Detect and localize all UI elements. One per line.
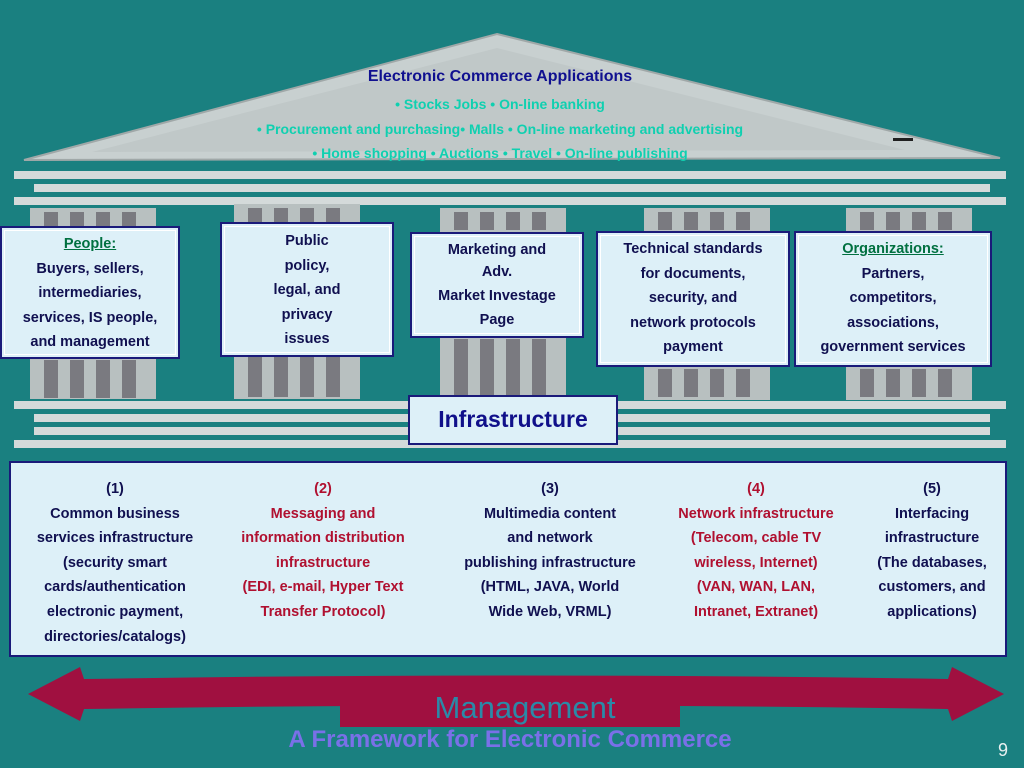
standards-line: for documents,: [640, 265, 746, 282]
policy-box: Public policy, legal, and privacy issues: [220, 222, 394, 357]
people-line: intermediaries,: [38, 285, 142, 301]
policy-line: policy,: [284, 257, 330, 274]
col-line: wireless, Internet): [694, 554, 818, 571]
col-number: (2): [314, 481, 332, 497]
col-line: infrastructure: [275, 554, 371, 571]
policy-line: Public: [285, 233, 329, 249]
col-line: (HTML, JAVA, World: [480, 579, 620, 596]
col-number: (4): [747, 481, 765, 497]
marketing-line: Page: [479, 312, 515, 328]
col-line: Messaging and: [270, 505, 376, 522]
roof-inner: [92, 48, 905, 152]
column-4: [644, 208, 770, 400]
organizations-line: associations,: [847, 314, 939, 331]
col-line: electronic payment,: [46, 603, 184, 620]
column-3: [440, 208, 566, 400]
col-line: Transfer Protocol): [260, 603, 386, 620]
standards-line: payment: [663, 339, 723, 355]
people-line: and management: [30, 334, 150, 350]
foundation-col-2: (2) Messaging and information distributi…: [223, 477, 423, 625]
col-line: (Telecom, cable TV: [690, 530, 822, 547]
column-5: [846, 208, 972, 400]
col-line: cards/authentication: [44, 579, 186, 596]
marketing-box: Marketing and Adv. Market Investage Page: [410, 232, 584, 338]
policy-line: privacy: [281, 306, 333, 323]
foundation-col-5: (5) Interfacing infrastructure (The data…: [859, 477, 1005, 625]
organizations-line: competitors,: [849, 290, 937, 306]
col-line: applications): [887, 603, 977, 620]
roof-line-2: • Procurement and purchasing• Malls • On…: [256, 121, 744, 137]
standards-line: network protocols: [630, 314, 756, 331]
standards-box: Technical standards for documents, secur…: [596, 231, 790, 367]
marketing-line: Marketing and: [447, 242, 547, 258]
col-line: customers, and: [878, 579, 986, 596]
organizations-heading: Organizations:: [842, 241, 944, 257]
management-label: Management: [434, 690, 616, 725]
col-line: Interfacing: [894, 505, 970, 522]
col-line: Multimedia content: [483, 505, 617, 522]
column-1: [30, 208, 156, 399]
foundation-col-3: (3) Multimedia content and network publi…: [443, 477, 657, 625]
roof-line-1: • Stocks Jobs • On-line banking: [395, 96, 605, 112]
col-line: (security smart: [63, 554, 167, 571]
foundation-col-1: (1) Common business services infrastruct…: [15, 477, 215, 649]
organizations-line: Partners,: [861, 265, 925, 282]
people-line: Buyers, sellers,: [36, 260, 144, 277]
col-line: (The databases,: [877, 554, 987, 571]
marketing-line: Market Investage: [438, 288, 556, 304]
col-line: Intranet, Extranet): [693, 603, 819, 620]
col-number: (5): [923, 481, 941, 497]
page-number: 9: [998, 740, 1009, 760]
column-2: [234, 204, 360, 399]
organizations-box: Organizations: Partners, competitors, as…: [794, 231, 992, 367]
col-line: (EDI, e-mail, Hyper Text: [242, 579, 404, 596]
col-line: (VAN, WAN, LAN,: [696, 579, 816, 596]
roof-mark: [893, 138, 913, 141]
col-line: publishing infrastructure: [464, 554, 636, 571]
col-line: information distribution: [241, 530, 405, 547]
col-line: directories/catalogs): [44, 628, 186, 645]
col-line: Common business: [50, 505, 180, 522]
policy-line: issues: [284, 331, 330, 347]
col-number: (3): [541, 481, 559, 497]
people-heading: People:: [63, 236, 117, 252]
marketing-line: Adv.: [481, 264, 513, 280]
col-line: services infrastructure: [36, 530, 194, 547]
columns: [30, 204, 972, 400]
people-box: People: Buyers, sellers, intermediaries,…: [0, 226, 180, 359]
footer-title: A Framework for Electronic Commerce: [288, 726, 732, 753]
policy-line: legal, and: [273, 282, 341, 298]
roof-line-3: • Home shopping • Auctions • Travel • On…: [312, 145, 688, 161]
organizations-line: government services: [820, 339, 966, 355]
standards-line: security, and: [648, 290, 738, 306]
standards-line: Technical standards: [623, 241, 763, 257]
people-line: services, IS people,: [22, 309, 158, 326]
col-line: Network infrastructure: [678, 505, 834, 522]
col-line: and network: [507, 530, 593, 547]
foundation-col-4: (4) Network infrastructure (Telecom, cab…: [659, 477, 853, 625]
foundation-box: (1) Common business services infrastruct…: [9, 461, 1007, 657]
col-line: Wide Web, VRML): [488, 603, 612, 620]
col-line: infrastructure: [884, 530, 980, 547]
infrastructure-label: Infrastructure: [408, 395, 618, 445]
col-number: (1): [106, 481, 124, 497]
roof-title: Electronic Commerce Applications: [367, 68, 633, 85]
